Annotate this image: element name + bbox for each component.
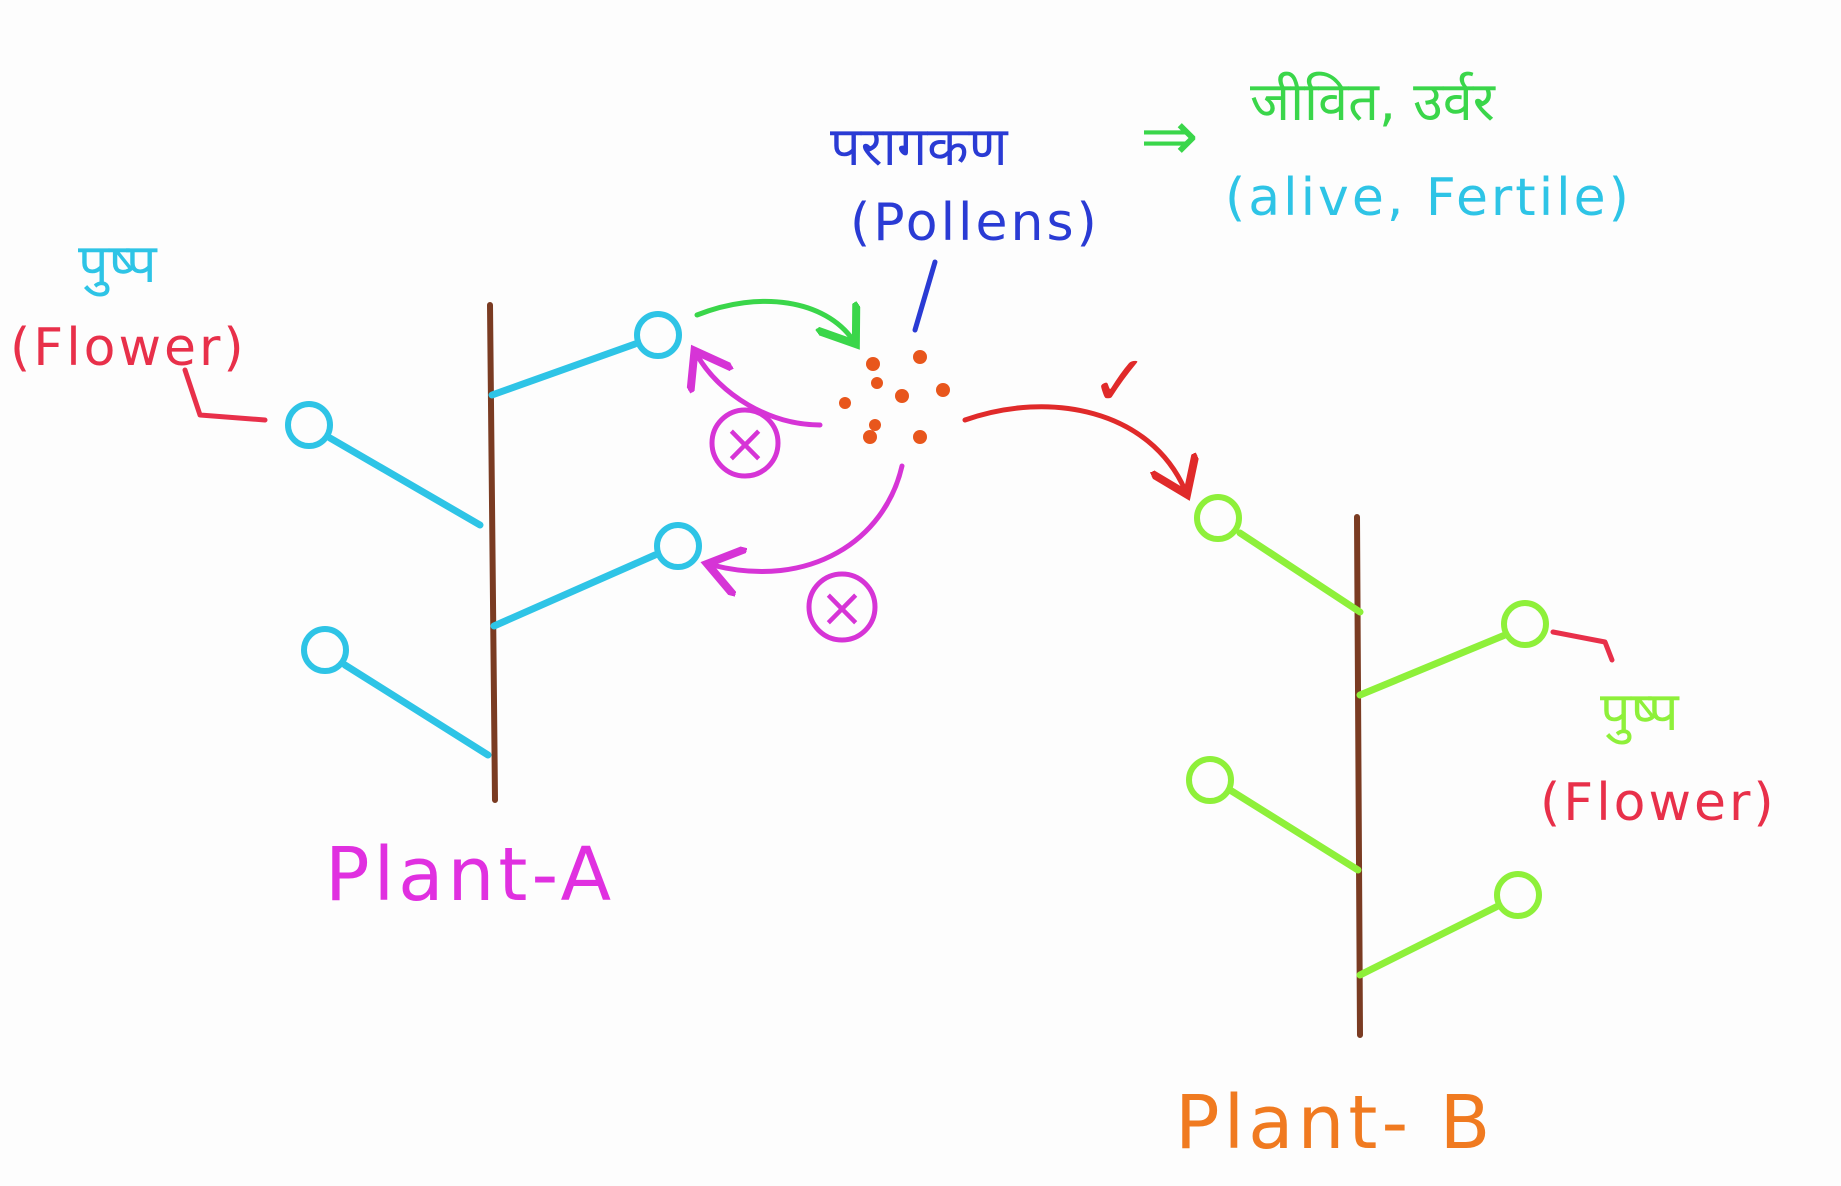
cross-pollination-arrow [962, 404, 1185, 490]
plant-a-branch-upper-left [326, 434, 484, 529]
self-pollination-arrow-1 [697, 355, 823, 428]
pollen-grain [839, 397, 851, 409]
plant-b-label: Plant- B [1175, 1080, 1494, 1166]
pollen-cluster [839, 350, 950, 444]
cross-mark-symbol: × [722, 412, 767, 475]
plant-b-stem [1354, 514, 1363, 1038]
pollen-grain [895, 389, 909, 403]
plant-b-flower-3 [1186, 756, 1234, 804]
pollen-grain [871, 377, 883, 389]
plant-b-flower-label-hindi: पुष्प [1600, 680, 1680, 745]
quality-arrow-symbol: ⇒ [1140, 95, 1199, 177]
cross-pollination-check-mark: ✓ [1091, 340, 1150, 422]
plant-b-flower-1 [1194, 494, 1242, 542]
pollen-label-hindi: परागकण [830, 115, 1009, 178]
plant-b-branch-upper-left [1236, 529, 1364, 616]
plant-a-branch-lower-right [490, 551, 659, 630]
flower-a-pointer-line [182, 367, 268, 423]
plant-a-flower-label-hindi: पुष्प [78, 232, 158, 297]
pollen-grain [913, 350, 927, 364]
plant-a-flower-3 [654, 522, 702, 570]
plant-a-branches [326, 340, 659, 759]
pollen-quality-english: (alive, Fertile) [1225, 168, 1632, 228]
plant-b-flowers [1186, 494, 1549, 919]
plant-b-flower-2 [1501, 600, 1549, 648]
plant-a-label: Plant-A [325, 832, 615, 918]
pollen-grain [936, 383, 950, 397]
flower-to-pollen-arrow [694, 298, 853, 340]
plant-a-flowers [285, 311, 702, 674]
pollen-grain [869, 419, 881, 431]
cross-mark-symbol: × [819, 576, 864, 639]
plant-b [1186, 494, 1549, 1038]
self-pollination-arrow-2 [712, 463, 905, 572]
plant-a-branch-upper-right [488, 340, 639, 399]
plant-b-branches [1226, 529, 1509, 979]
self-pollination-mark-1: × [709, 407, 781, 479]
cross-mark-circle [806, 571, 878, 643]
plant-a-branch-lower-left [341, 661, 492, 759]
plant-a-flower-label-english: (Flower) [10, 318, 247, 378]
plant-b-branch-lower-left [1226, 786, 1362, 874]
plant-a-flower-4 [301, 626, 349, 674]
plant-a-stem [487, 302, 498, 803]
cross-mark-circle [709, 407, 781, 479]
plant-b-branch-upper-right [1356, 631, 1509, 699]
pollen-grain [913, 430, 927, 444]
plant-a-flower-1 [634, 311, 682, 359]
pollen-grain [866, 357, 880, 371]
flower-b-pointer-line [1550, 629, 1615, 663]
plant-a-flower-2 [285, 401, 333, 449]
plant-a [285, 302, 702, 803]
pollen-grain [863, 430, 877, 444]
self-pollination-mark-2: × [806, 571, 878, 643]
pollen-quality-hindi: जीवित, उर्वर [1250, 70, 1496, 133]
plant-b-flower-label-english: (Flower) [1540, 773, 1777, 833]
pollen-pointer-line [912, 259, 938, 333]
pollen-label-english: (Pollens) [850, 193, 1100, 253]
plant-b-branch-lower-right [1356, 901, 1504, 979]
plant-b-flower-4 [1494, 871, 1542, 919]
